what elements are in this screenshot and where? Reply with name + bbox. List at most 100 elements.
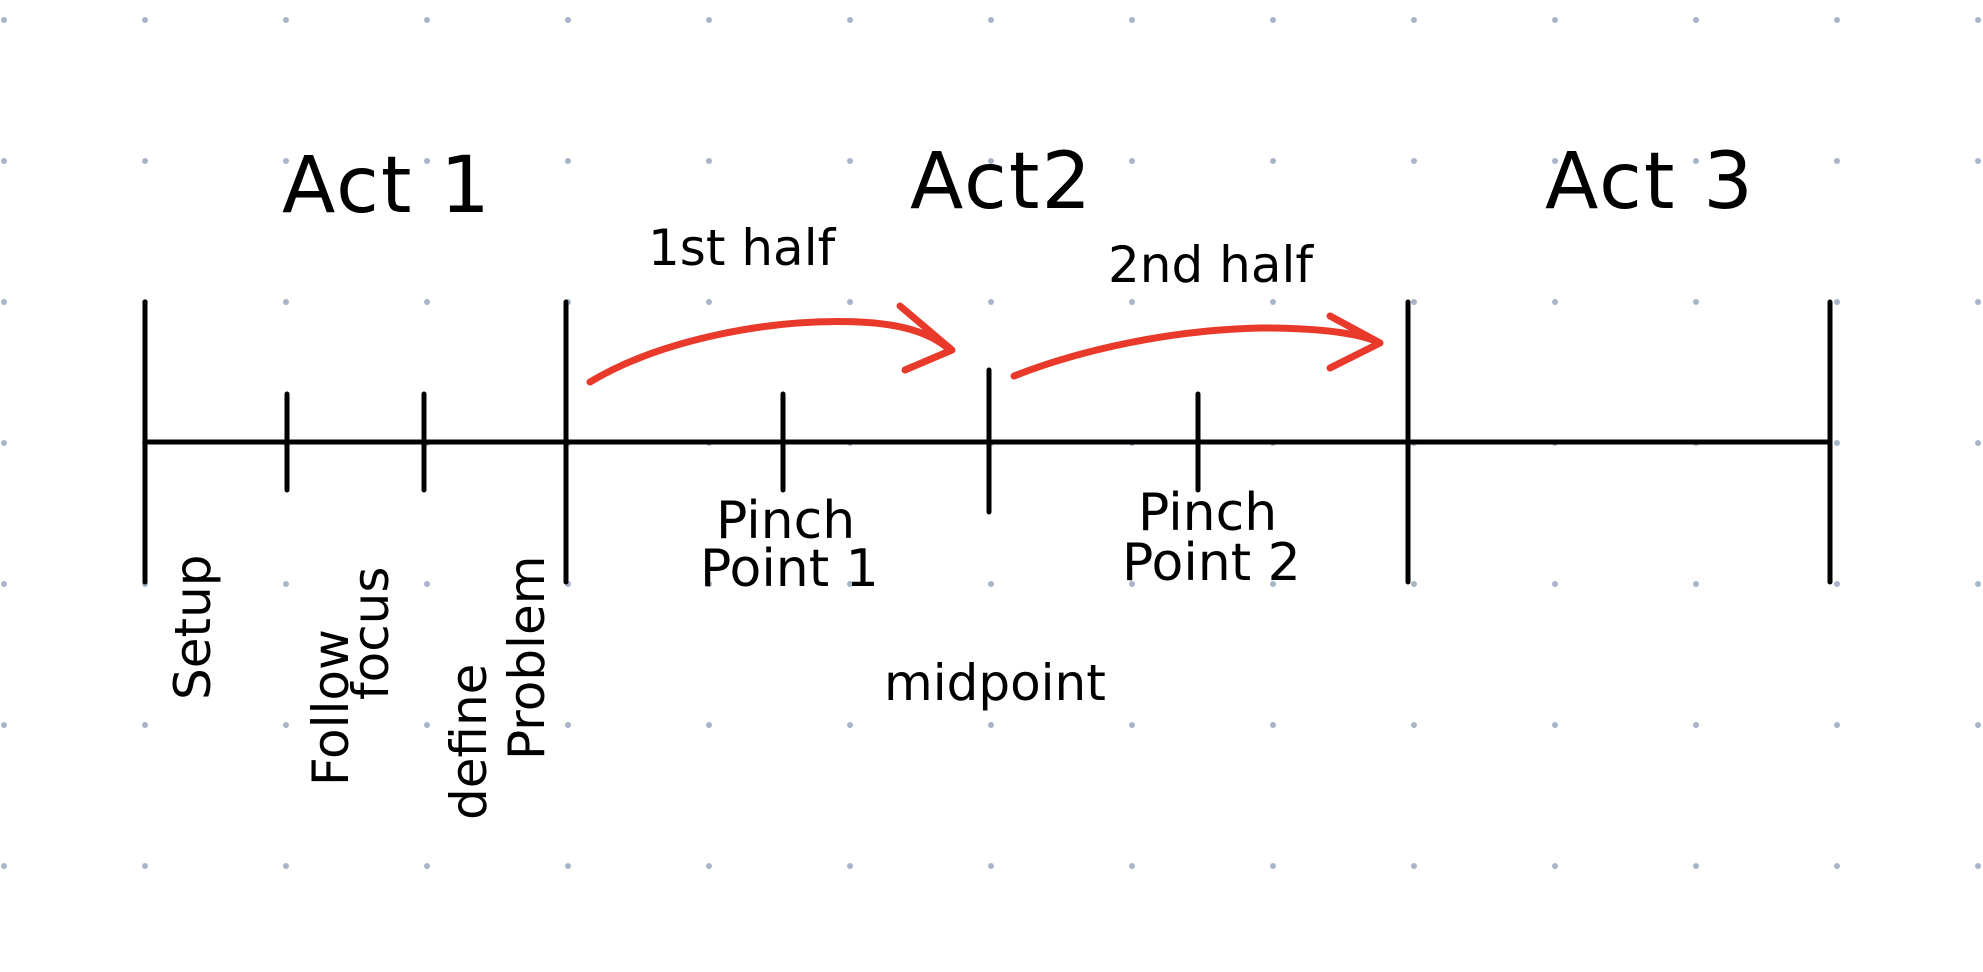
grid-dot: [988, 17, 994, 23]
grid-dot: [1411, 299, 1417, 305]
grid-dot: [706, 722, 712, 728]
focus-label: focus: [342, 567, 400, 700]
first-half-label: 1st half: [648, 219, 837, 277]
grid-dot: [706, 17, 712, 23]
grid-dot: [1, 299, 7, 305]
grid-dot: [1834, 722, 1840, 728]
first-half-arrow-head: [896, 302, 956, 374]
grid-dot: [1129, 17, 1135, 23]
grid-dot: [706, 158, 712, 164]
grid-dot: [988, 299, 994, 305]
grid-dot: [1, 581, 7, 587]
grid-dot: [283, 158, 289, 164]
grid-dot: [424, 581, 430, 587]
act-1-title: Act 1: [282, 141, 492, 231]
grid-dot: [1693, 581, 1699, 587]
grid-dot: [1, 722, 7, 728]
grid-dot: [988, 581, 994, 587]
grid-dot: [847, 722, 853, 728]
grid-dot: [1975, 17, 1981, 23]
grid-dot: [1270, 581, 1276, 587]
grid-dot: [1693, 299, 1699, 305]
grid-dot: [565, 17, 571, 23]
grid-dot: [1975, 440, 1981, 446]
grid-dot: [1834, 158, 1840, 164]
grid-dot: [1834, 581, 1840, 587]
grid-dot: [424, 17, 430, 23]
first-half-arrow: [586, 302, 956, 386]
grid-dot: [1552, 581, 1558, 587]
grid-dot: [1834, 17, 1840, 23]
grid-dot: [1, 440, 7, 446]
grid-dot: [142, 158, 148, 164]
grid-dot: [424, 863, 430, 869]
define-label: define: [440, 664, 498, 820]
grid-dot: [988, 722, 994, 728]
grid-dot: [1975, 722, 1981, 728]
second-half-arrow-head: [1326, 312, 1384, 372]
grid-dot: [565, 722, 571, 728]
pinch-point-2-label-line2: Point 2: [1122, 533, 1301, 593]
grid-dot: [1834, 863, 1840, 869]
grid-dot: [1975, 158, 1981, 164]
grid-dot: [424, 722, 430, 728]
grid-dot: [142, 722, 148, 728]
grid-dot: [1129, 722, 1135, 728]
grid-dot: [847, 158, 853, 164]
grid-dot: [1270, 17, 1276, 23]
grid-dot: [283, 863, 289, 869]
grid-dot: [565, 158, 571, 164]
grid-dot: [1270, 863, 1276, 869]
grid-dot: [847, 299, 853, 305]
grid-dot: [1129, 299, 1135, 305]
grid-dot: [1411, 863, 1417, 869]
second-half-label: 2nd half: [1108, 236, 1314, 294]
grid-dot: [1, 158, 7, 164]
grid-dot: [1411, 17, 1417, 23]
pinch-point-2-label-line1: Pinch: [1138, 483, 1277, 543]
grid-dot: [1, 863, 7, 869]
grid-dot: [1834, 299, 1840, 305]
timeline: [142, 299, 1833, 585]
setup-label: Setup: [164, 554, 222, 700]
grid-dot: [1411, 158, 1417, 164]
grid-dot: [1270, 299, 1276, 305]
grid-dot: [1411, 581, 1417, 587]
grid-dot: [1975, 299, 1981, 305]
grid-dot: [142, 17, 148, 23]
grid-dot: [565, 863, 571, 869]
dot-grid: [1, 17, 1981, 869]
pinch-point-1-label-line2: Point 1: [700, 539, 879, 599]
second-half-arrow: [1010, 312, 1384, 380]
act-2-title: Act2: [910, 137, 1093, 227]
midpoint-label: midpoint: [884, 654, 1106, 712]
grid-dot: [283, 722, 289, 728]
grid-dot: [706, 863, 712, 869]
act-3-title: Act 3: [1545, 137, 1755, 227]
grid-dot: [424, 299, 430, 305]
grid-dot: [1, 17, 7, 23]
grid-dot: [1129, 581, 1135, 587]
grid-dot: [1552, 158, 1558, 164]
grid-dot: [1693, 158, 1699, 164]
second-half-arrow-curve: [1010, 324, 1382, 380]
grid-dot: [1270, 158, 1276, 164]
first-half-arrow-curve: [586, 318, 954, 386]
grid-dot: [1975, 863, 1981, 869]
grid-dot: [1693, 863, 1699, 869]
grid-dot: [988, 863, 994, 869]
grid-dot: [988, 158, 994, 164]
grid-dot: [1693, 722, 1699, 728]
grid-dot: [706, 299, 712, 305]
pinch-point-1-label-line1: Pinch: [716, 491, 855, 551]
follow-label: Follow: [302, 629, 360, 786]
grid-dot: [283, 17, 289, 23]
grid-dot: [1129, 158, 1135, 164]
problem-label: Problem: [498, 556, 556, 760]
grid-dot: [1411, 722, 1417, 728]
grid-dot: [424, 158, 430, 164]
grid-dot: [1552, 299, 1558, 305]
grid-dot: [847, 863, 853, 869]
grid-dot: [1552, 17, 1558, 23]
